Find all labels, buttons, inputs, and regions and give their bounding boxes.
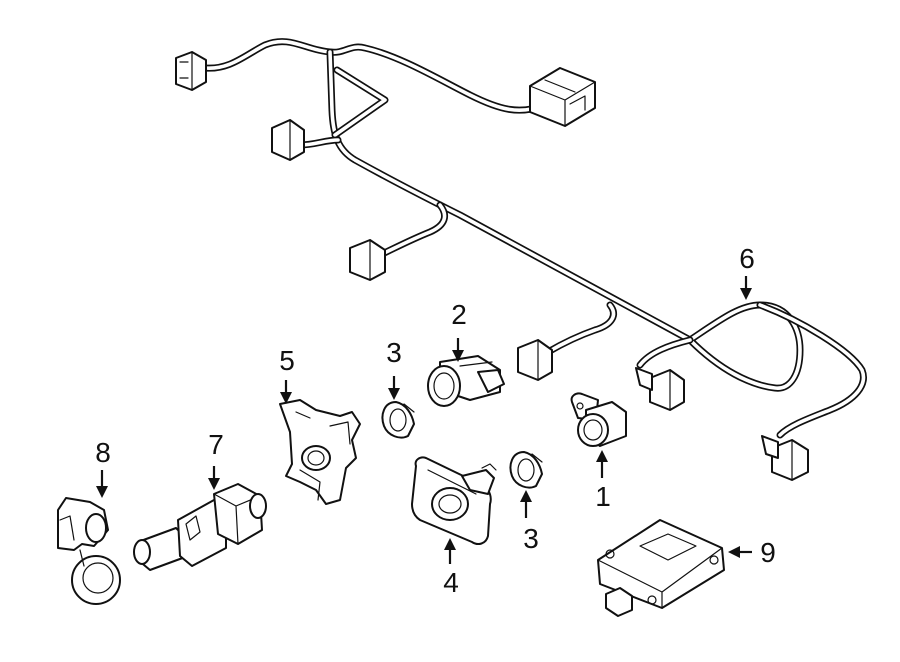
callout-1: 1 <box>595 481 611 512</box>
callout-5: 5 <box>279 345 295 376</box>
sensor-bracket-4 <box>411 456 497 545</box>
callout-3-upper: 3 <box>386 337 402 368</box>
control-module-9 <box>597 519 725 617</box>
connector-upper <box>271 119 305 161</box>
connector-right-b <box>761 435 809 481</box>
callout-9: 9 <box>760 537 776 568</box>
callout-4: 4 <box>443 567 459 598</box>
callout-2: 2 <box>451 299 467 330</box>
retainer-clip-lower <box>509 451 543 489</box>
callout-8: 8 <box>95 437 111 468</box>
callout-arrows <box>96 276 752 564</box>
connector-mid-left <box>349 239 386 281</box>
retainer-clip-upper <box>381 401 415 439</box>
wiring-harness <box>175 38 867 481</box>
callout-7: 7 <box>208 429 224 460</box>
connector-box <box>529 67 596 127</box>
sensor-bracket-5 <box>279 399 361 505</box>
connector-right-a <box>635 367 685 411</box>
park-sensor-2 <box>427 355 505 407</box>
callout-3-lower: 3 <box>523 523 539 554</box>
park-sensor-1 <box>570 392 627 447</box>
connector-mid <box>517 339 553 381</box>
connector-top-left <box>175 51 207 91</box>
sensor-holder-8 <box>57 497 121 605</box>
sensor-assembly-7 <box>133 483 267 571</box>
callout-6: 6 <box>739 243 755 274</box>
